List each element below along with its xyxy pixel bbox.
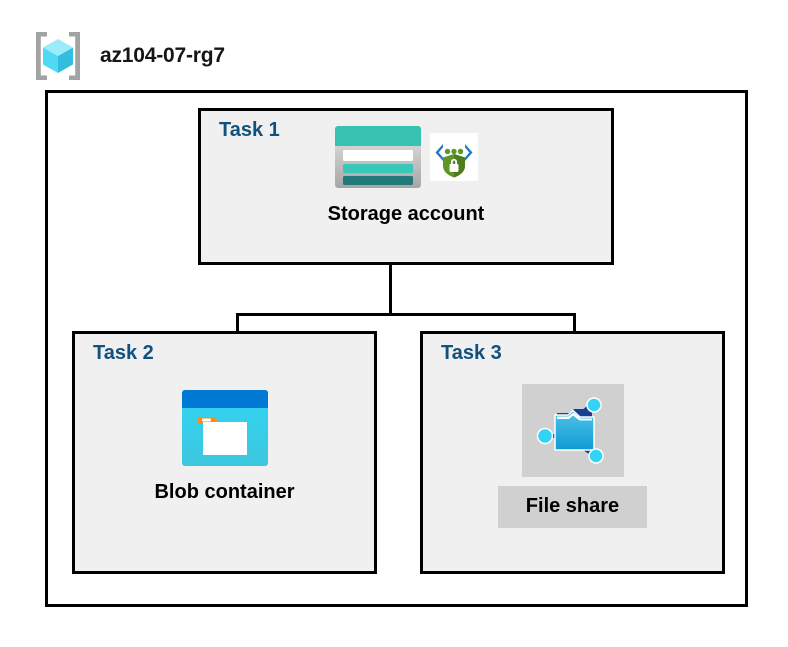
task-3-label: Task 3 [441, 342, 502, 364]
file-share-icon-highlight [521, 384, 624, 477]
task-1-label: Task 1 [219, 119, 280, 141]
file-share-icon [536, 394, 610, 469]
storage-account-icon [334, 125, 422, 194]
node-blob-container: Blob container [75, 389, 374, 504]
task-1-icon-row [334, 125, 478, 194]
file-share-caption: File share [497, 486, 648, 528]
resource-group-header: az104-07-rg7 [30, 28, 225, 84]
connector-trunk [389, 265, 392, 316]
resource-group-name: az104-07-rg7 [100, 44, 225, 67]
task-panel-1: Task 1 [198, 108, 614, 265]
task-panel-2: Task 2 Blob container [72, 331, 377, 574]
task-panel-3: Task 3 [420, 331, 725, 574]
node-file-share: File share [423, 384, 722, 528]
node-storage-account: Storage account [201, 125, 611, 226]
task-2-label: Task 2 [93, 342, 154, 364]
connector-bus [236, 313, 576, 316]
secure-transfer-icon [430, 133, 478, 186]
resource-group-icon [30, 28, 86, 84]
blob-container-icon [181, 389, 269, 472]
storage-account-caption: Storage account [327, 203, 485, 225]
blob-container-caption: Blob container [154, 481, 295, 503]
